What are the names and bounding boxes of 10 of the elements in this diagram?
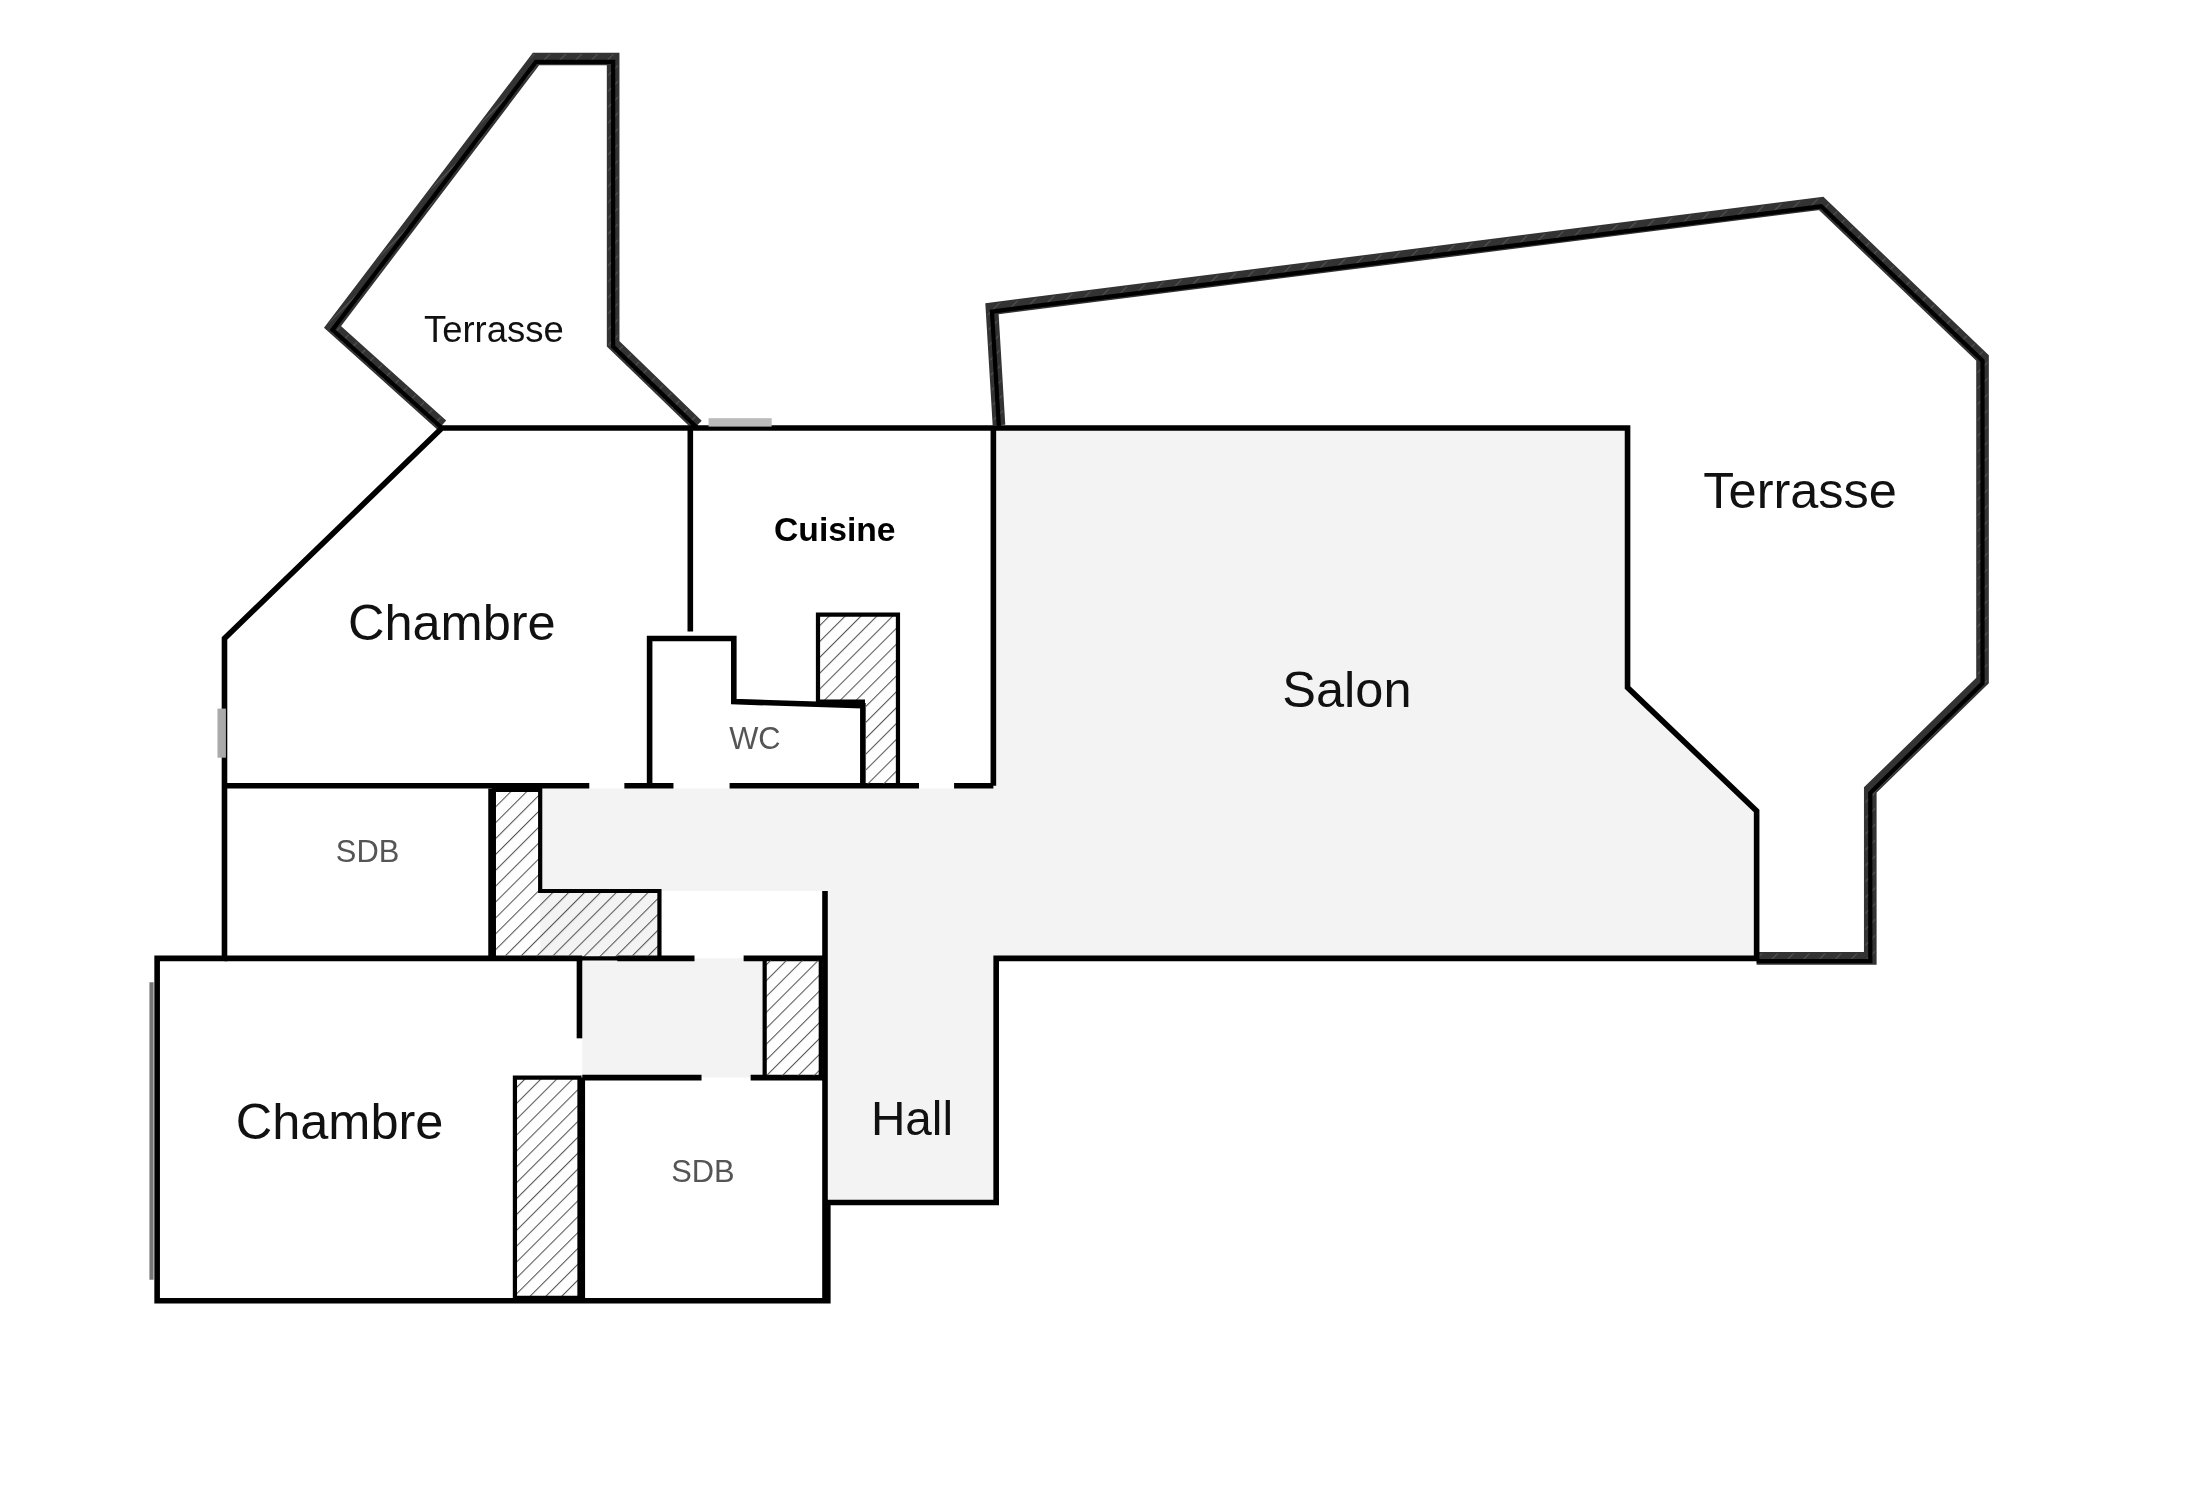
room-label: Hall (870, 1090, 954, 1146)
room-label: Cuisine (774, 511, 896, 550)
room-label: Terrasse (423, 308, 564, 351)
room-label: Terrasse (1703, 460, 1897, 520)
room-label: WC (729, 721, 781, 758)
room-label: SDB (671, 1153, 735, 1190)
room-label: Salon (1282, 659, 1412, 719)
room-label: SDB (335, 833, 400, 870)
room-label: Chambre (347, 592, 556, 652)
room-label: Chambre (235, 1091, 444, 1151)
